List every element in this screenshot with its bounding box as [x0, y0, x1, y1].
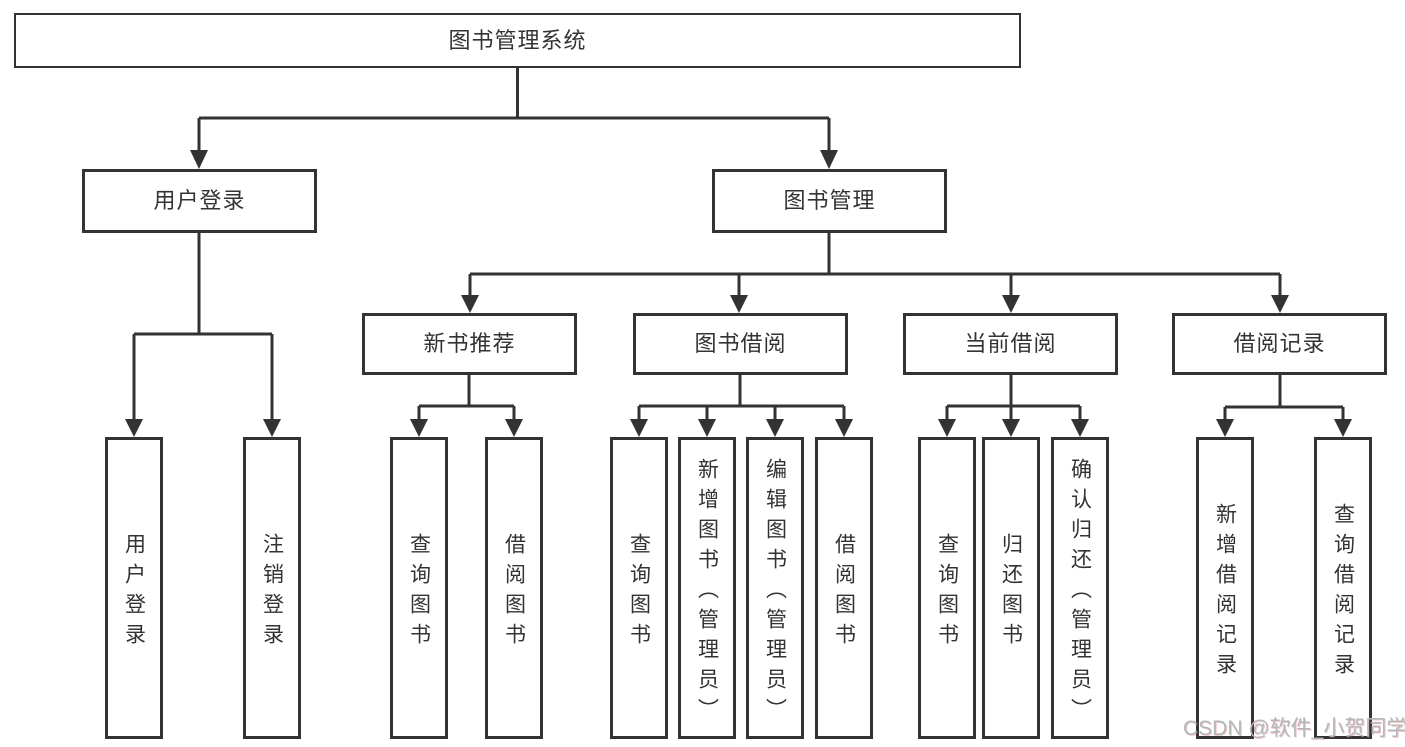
leaf-return-books: 归还图书: [982, 437, 1040, 739]
leaf-edit-books-admin: 编辑图书（管理员）: [746, 437, 804, 739]
node-new-book-recommend: 新书推荐: [362, 313, 577, 375]
node-book-management-label: 图书管理: [783, 188, 876, 213]
node-borrow-records-label: 借阅记录: [1233, 331, 1326, 356]
leaf-add-borrow-record: 新增借阅记录: [1196, 437, 1254, 739]
node-current-borrow: 当前借阅: [903, 313, 1118, 375]
node-root-system-label: 图书管理系统: [448, 27, 587, 53]
node-user-login: 用户登录: [82, 169, 317, 233]
node-book-management: 图书管理: [712, 169, 947, 233]
leaf-query-books-recommend: 查询图书: [390, 437, 448, 739]
csdn-watermark: CSDN @软件_小贺同学: [1183, 717, 1405, 740]
leaf-add-books-admin: 新增图书（管理员）: [678, 437, 736, 739]
leaf-query-borrow-record: 查询借阅记录: [1314, 437, 1372, 739]
leaf-confirm-return-admin: 确认归还（管理员）: [1051, 437, 1109, 739]
node-book-borrow-label: 图书借阅: [694, 331, 787, 356]
leaf-borrow-books: 借阅图书: [815, 437, 873, 739]
leaf-query-books-borrow: 查询图书: [610, 437, 668, 739]
node-user-login-label: 用户登录: [153, 188, 246, 213]
node-root-system: 图书管理系统: [14, 13, 1021, 68]
leaf-logout: 注销登录: [243, 437, 301, 739]
leaf-user-login: 用户登录: [105, 437, 163, 739]
node-current-borrow-label: 当前借阅: [964, 331, 1057, 356]
node-borrow-records: 借阅记录: [1172, 313, 1387, 375]
leaf-query-books-current: 查询图书: [918, 437, 976, 739]
node-book-borrow: 图书借阅: [633, 313, 848, 375]
leaf-borrow-books-recommend: 借阅图书: [485, 437, 543, 739]
node-new-book-recommend-label: 新书推荐: [423, 331, 516, 356]
